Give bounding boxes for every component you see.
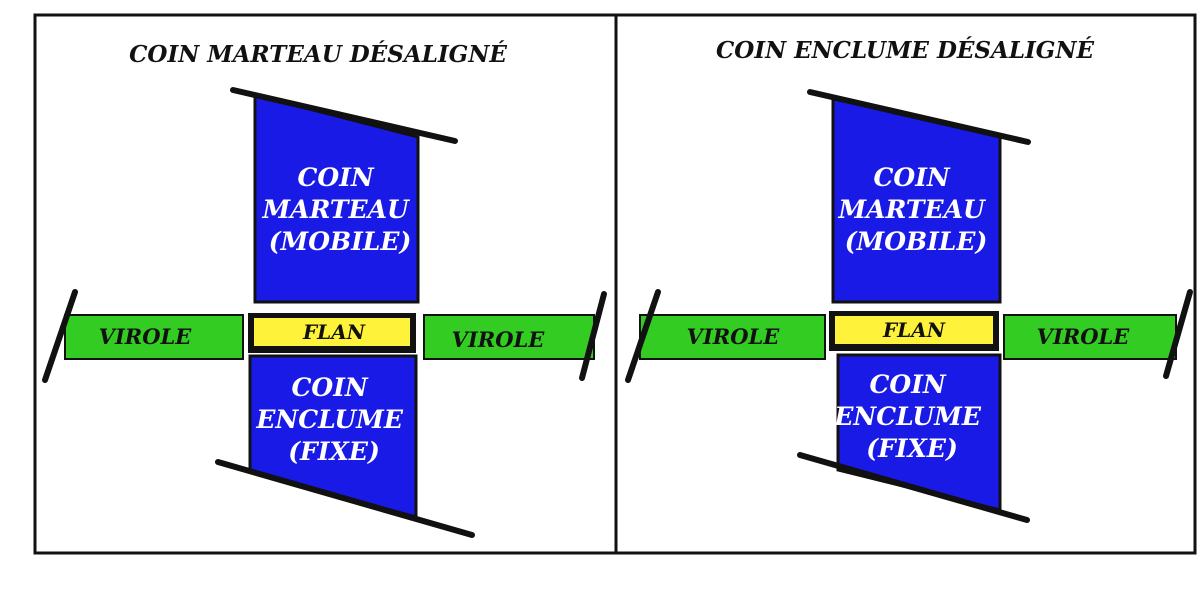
blank [835, 316, 993, 344]
ring-left-label: VIROLE [687, 324, 781, 349]
ring-left-edge [42, 289, 78, 383]
panel-title: COIN ENCLUME DÉSALIGNÉ [716, 37, 1094, 64]
ring-right-label: VIROLE [1037, 324, 1131, 349]
ring-right-edge [579, 291, 607, 381]
anvil-die-face-line [215, 459, 475, 538]
panel-title: COIN MARTEAU DÉSALIGNÉ [129, 41, 507, 68]
ring-right-edge [1163, 289, 1193, 379]
hammer-die-face-line [807, 89, 1031, 145]
ring-right [423, 314, 595, 360]
anvil-die-face-line [797, 452, 1030, 523]
anvil-die-label: COIN ENCLUME (FIXE) [833, 370, 989, 463]
anvil-die-label: COIN ENCLUME (FIXE) [255, 373, 411, 466]
blank [254, 318, 410, 346]
ring-left-edge [625, 289, 661, 383]
ring-left [64, 314, 244, 360]
ring-left-label: VIROLE [99, 324, 193, 349]
hammer-die-label: COIN MARTEAU (MOBILE) [838, 163, 994, 256]
hammer-die-face-line [230, 87, 458, 144]
ring-right-label: VIROLE [452, 327, 546, 352]
panel-hammer-misaligned: COIN MARTEAU DÉSALIGNÉ COIN MARTEAU (MOB… [42, 41, 607, 538]
blank-label: FLAN [302, 320, 366, 344]
blank-label: FLAN [882, 318, 946, 342]
ring-right [1003, 314, 1177, 360]
panel-anvil-misaligned: COIN ENCLUME DÉSALIGNÉ COIN MARTEAU (MOB… [625, 37, 1193, 523]
hammer-die-label: COIN MARTEAU (MOBILE) [262, 163, 418, 256]
